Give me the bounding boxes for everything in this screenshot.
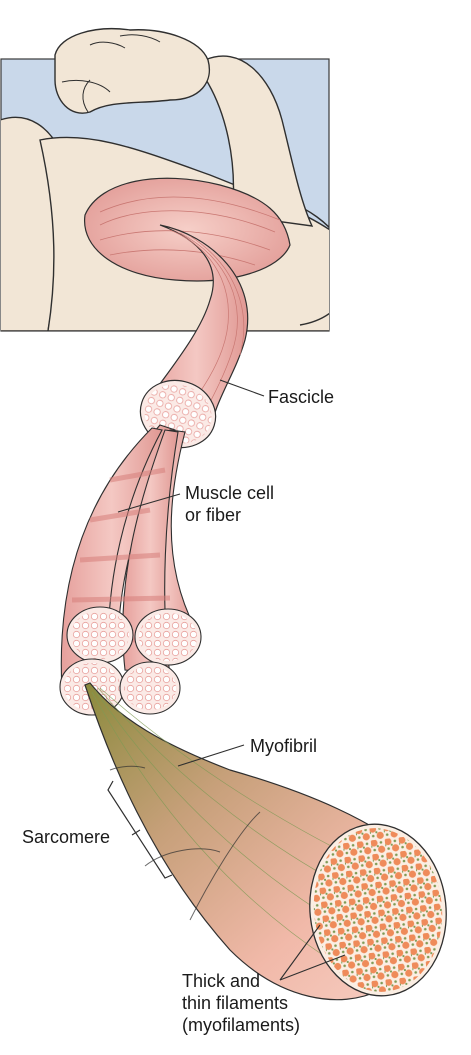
sarcomere-label-text: Sarcomere [22,827,111,847]
filaments-leader-1 [279,924,321,981]
z-line [144,848,221,867]
muscle-fibers [59,424,202,716]
muscle-cell-label-line2: or fiber [185,505,242,525]
fascicle-label-text: Fascicle [268,387,335,407]
z-line [189,811,261,921]
filaments-leader-2 [279,954,346,981]
muscle-cell-leader [117,493,181,513]
fascicle-leader [219,379,265,397]
fascicle-label: Fascicle [268,386,334,408]
myofibril-label-text: Myofibril [250,736,318,756]
filaments-label-line2: thin filaments [182,993,289,1013]
sarcomere-bracket [107,780,173,879]
muscle-cell-label: Muscle cell or fiber [185,482,274,526]
sarcomere-leader [131,829,141,836]
filaments-label: Thick and thin filaments (myofilaments) [182,970,300,1036]
myofibril-leader [177,744,245,767]
filaments-label-line3: (myofilaments) [182,1015,301,1035]
forearm-and-fist [54,28,314,227]
muscle-cell-label-line1: Muscle cell [185,483,275,503]
filaments-label-line1: Thick and [182,971,261,991]
myofibril [84,682,447,1001]
sarcomere-label: Sarcomere [22,826,110,848]
leader-lines [117,379,346,981]
myofibril-label: Myofibril [250,735,317,757]
z-line [109,765,146,771]
